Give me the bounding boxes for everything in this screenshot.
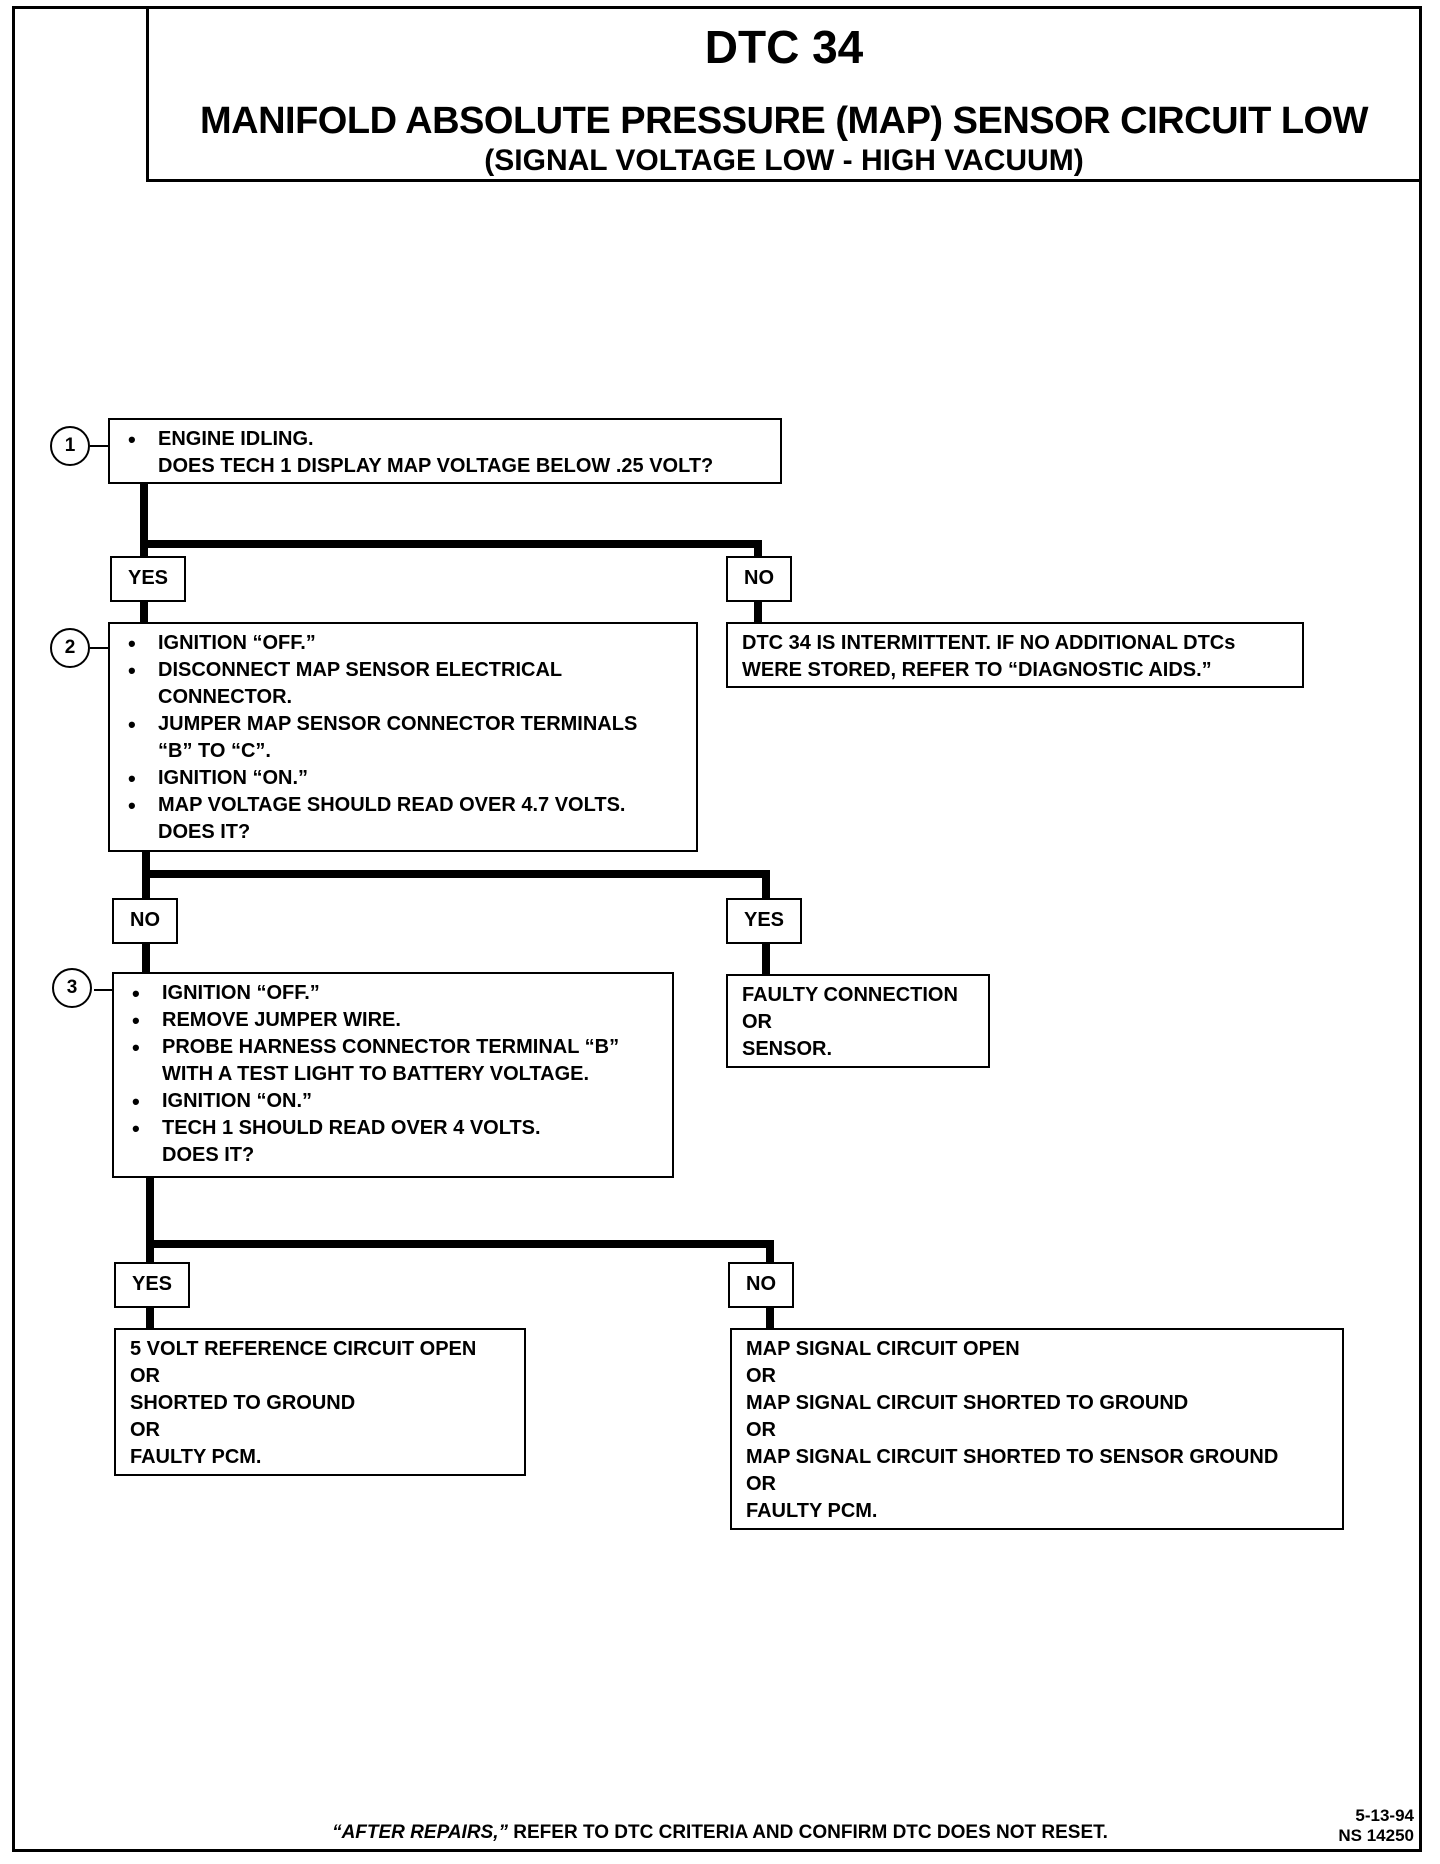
step-3-no-label: NO: [728, 1262, 794, 1308]
footer-after-repairs: “AFTER REPAIRS,”: [332, 1822, 508, 1843]
step-2-bullet-2: DISCONNECT MAP SENSOR ELECTRICAL CONNECT…: [124, 657, 684, 711]
step-2-bullet-3: JUMPER MAP SENSOR CONNECTOR TERMINALS “B…: [124, 711, 684, 765]
header-box: DTC 34 MANIFOLD ABSOLUTE PRESSURE (MAP) …: [146, 6, 1422, 182]
step-3-yes-label: YES: [114, 1262, 190, 1308]
step-2-bullet-1: IGNITION “OFF.”: [124, 630, 684, 657]
step-3-box: IGNITION “OFF.” REMOVE JUMPER WIRE. PROB…: [112, 972, 674, 1178]
step-1-bullet-1: ENGINE IDLING. DOES TECH 1 DISPLAY MAP V…: [124, 426, 768, 480]
result-faulty-connection-box: FAULTY CONNECTION OR SENSOR.: [726, 974, 990, 1068]
document-code: 5-13-94 NS 14250: [1338, 1806, 1414, 1846]
step-2-box: IGNITION “OFF.” DISCONNECT MAP SENSOR EL…: [108, 622, 698, 852]
step-2-number: 2: [50, 628, 90, 668]
page-title: MANIFOLD ABSOLUTE PRESSURE (MAP) SENSOR …: [200, 100, 1368, 142]
page-frame: [12, 6, 1422, 1852]
result-signal-circuit-box: MAP SIGNAL CIRCUIT OPEN OR MAP SIGNAL CI…: [730, 1328, 1344, 1530]
step-3-bullet-5: TECH 1 SHOULD READ OVER 4 VOLTS. DOES IT…: [128, 1115, 660, 1169]
step-2-no-label: NO: [112, 898, 178, 944]
step-3-bullet-3: PROBE HARNESS CONNECTOR TERMINAL “B” WIT…: [128, 1034, 660, 1088]
step-3-number: 3: [52, 968, 92, 1008]
page-subtitle: (SIGNAL VOLTAGE LOW - HIGH VACUUM): [484, 144, 1084, 177]
step-3-bullet-2: REMOVE JUMPER WIRE.: [128, 1007, 660, 1034]
result-intermittent-box: DTC 34 IS INTERMITTENT. IF NO ADDITIONAL…: [726, 622, 1304, 688]
step-2-yes-label: YES: [726, 898, 802, 944]
dtc-code: DTC 34: [704, 21, 864, 73]
document-date: 5-13-94: [1355, 1806, 1414, 1825]
step-1-box: ENGINE IDLING. DOES TECH 1 DISPLAY MAP V…: [108, 418, 782, 484]
step-3-bullet-4: IGNITION “ON.”: [128, 1088, 660, 1115]
step-1-yes-label: YES: [110, 556, 186, 602]
step-2-bullet-4: IGNITION “ON.”: [124, 765, 684, 792]
document-ref: NS 14250: [1338, 1826, 1414, 1845]
result-ref-circuit-box: 5 VOLT REFERENCE CIRCUIT OPEN OR SHORTED…: [114, 1328, 526, 1476]
step-1-number: 1: [50, 426, 90, 466]
step-3-bullet-1: IGNITION “OFF.”: [128, 980, 660, 1007]
step-2-bullet-5: MAP VOLTAGE SHOULD READ OVER 4.7 VOLTS. …: [124, 792, 684, 846]
footer-text: REFER TO DTC CRITERIA AND CONFIRM DTC DO…: [508, 1822, 1108, 1843]
step-1-no-label: NO: [726, 556, 792, 602]
footer-note: “AFTER REPAIRS,” REFER TO DTC CRITERIA A…: [0, 1822, 1440, 1844]
